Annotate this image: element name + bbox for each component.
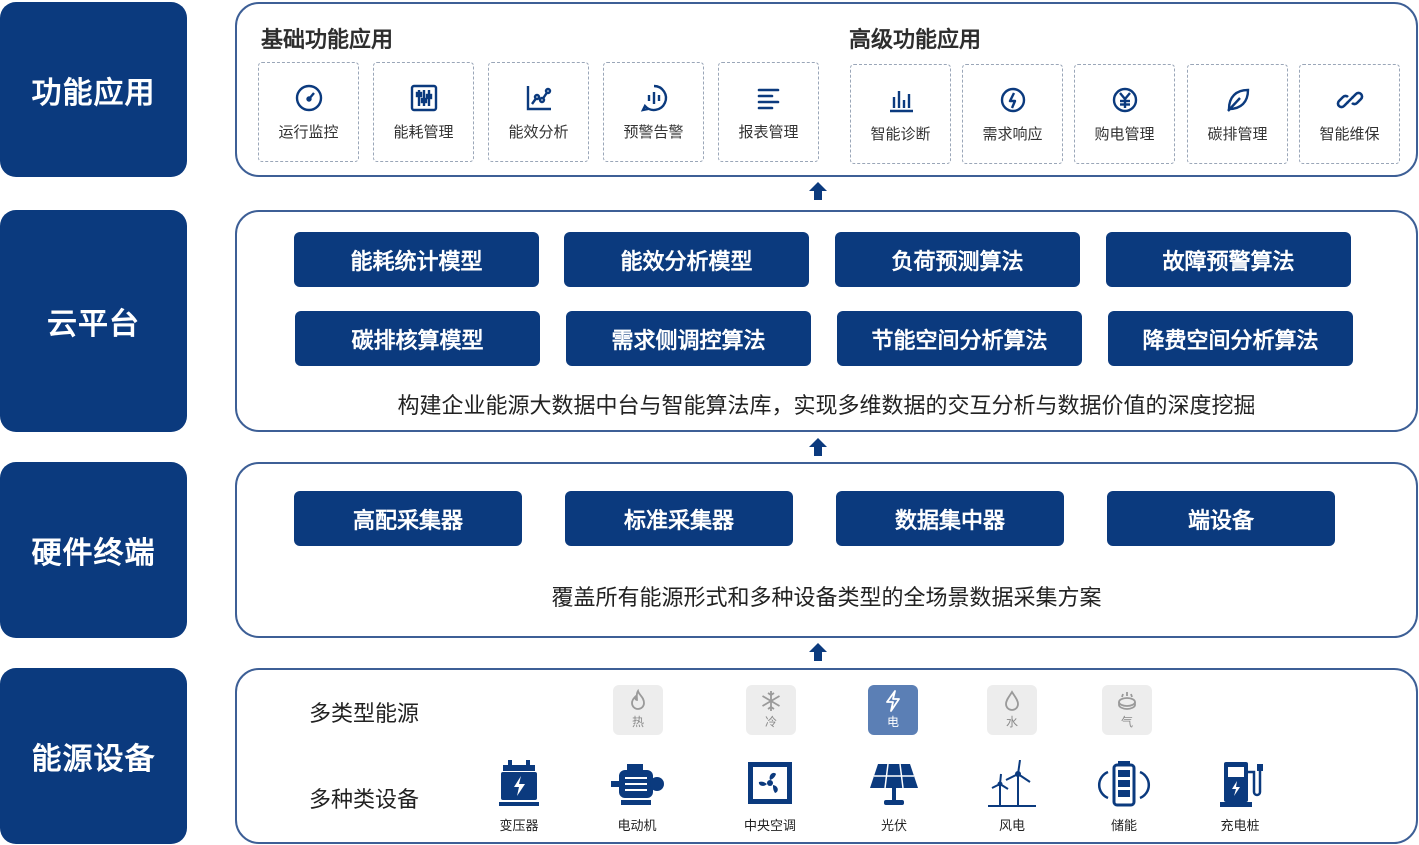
app-tile-label: 预警告警 xyxy=(623,123,684,141)
hardware-chip: 数据集中器 xyxy=(836,491,1064,546)
alert-wave-icon xyxy=(640,84,667,112)
air-conditioner-icon xyxy=(748,762,792,804)
applications-panel: 基础功能应用 高级功能应用 运行监控 能耗管理 能效分析 预警告警 报表管理 xyxy=(235,2,1418,177)
model-chip: 能耗统计模型 xyxy=(294,232,539,287)
device-motor: 电动机 xyxy=(592,760,682,834)
motor-icon xyxy=(611,764,664,805)
model-chip: 能效分析模型 xyxy=(564,232,809,287)
water-drop-icon xyxy=(1005,690,1019,711)
device-label: 充电桩 xyxy=(1220,819,1260,834)
app-tile-label: 碳排管理 xyxy=(1207,125,1268,143)
energy-types-title: 多类型能源 xyxy=(309,702,420,727)
app-tile-label: 能耗管理 xyxy=(393,123,454,141)
refresh-bolt-icon xyxy=(1000,87,1025,113)
model-chip: 负荷预测算法 xyxy=(835,232,1080,287)
sliders-icon xyxy=(410,84,437,112)
app-tile-label: 智能维保 xyxy=(1319,125,1380,143)
energy-type-electricity: 电 xyxy=(868,685,918,735)
basic-apps-title: 基础功能应用 xyxy=(261,28,394,53)
arrow-up-icon xyxy=(809,438,827,456)
app-tile-carbon-management[interactable]: 碳排管理 xyxy=(1187,64,1288,164)
leaf-icon xyxy=(1226,88,1249,112)
app-tile-run-monitor[interactable]: 运行监控 xyxy=(258,62,359,162)
bolt-icon xyxy=(886,690,900,712)
cloud-description: 构建企业能源大数据中台与智能算法库，实现多维数据的交互分析与数据价值的深度挖掘 xyxy=(397,394,1256,419)
cloud-platform-panel: 能耗统计模型 能效分析模型 负荷预测算法 故障预警算法 碳排核算模型 需求侧调控… xyxy=(235,210,1418,432)
model-chip: 故障预警算法 xyxy=(1106,232,1351,287)
device-label: 电动机 xyxy=(617,819,657,834)
arrow-up-icon xyxy=(809,643,827,661)
device-charging-pile: 充电桩 xyxy=(1195,760,1285,834)
app-tile-label: 报表管理 xyxy=(738,123,799,141)
model-chip: 降费空间分析算法 xyxy=(1108,311,1353,366)
energy-type-gas: 气 xyxy=(1102,685,1152,735)
yen-coin-icon xyxy=(1112,87,1137,113)
transformer-icon xyxy=(499,760,539,806)
gauge-icon xyxy=(295,84,322,112)
app-tile-label: 购电管理 xyxy=(1094,125,1155,143)
energy-type-label: 热 xyxy=(631,715,644,729)
line-chart-icon xyxy=(526,86,551,111)
bar-chart-icon xyxy=(889,91,913,113)
advanced-apps-title: 高级功能应用 xyxy=(849,28,982,53)
app-tile-label: 能效分析 xyxy=(508,123,569,141)
energy-panel: 多类型能源 多种类设备 热 冷 电 水 气 xyxy=(235,668,1418,844)
app-tile-early-warning[interactable]: 预警告警 xyxy=(603,62,704,162)
model-chip: 节能空间分析算法 xyxy=(837,311,1082,366)
energy-type-water: 水 xyxy=(987,685,1037,735)
hardware-chip: 高配采集器 xyxy=(294,491,522,546)
device-wind-power: 风电 xyxy=(967,760,1057,834)
model-chip: 需求侧调控算法 xyxy=(566,311,811,366)
layer-label-hardware: 硬件终端 xyxy=(0,462,187,638)
device-label: 储能 xyxy=(1110,819,1137,834)
energy-type-label: 电 xyxy=(886,715,899,729)
device-photovoltaic: 光伏 xyxy=(849,760,939,834)
device-label: 风电 xyxy=(998,819,1025,834)
app-tile-label: 需求响应 xyxy=(982,125,1043,143)
app-tile-efficiency-analysis[interactable]: 能效分析 xyxy=(488,62,589,162)
app-tile-energy-consumption[interactable]: 能耗管理 xyxy=(373,62,474,162)
hardware-chip: 标准采集器 xyxy=(565,491,793,546)
charging-pile-icon xyxy=(1220,762,1263,807)
model-chip: 碳排核算模型 xyxy=(295,311,540,366)
energy-type-label: 气 xyxy=(1120,715,1133,729)
device-central-ac: 中央空调 xyxy=(725,760,815,834)
device-label: 光伏 xyxy=(880,819,907,834)
hardware-panel: 高配采集器 标准采集器 数据集中器 端设备 覆盖所有能源形式和多种设备类型的全场… xyxy=(235,462,1418,638)
hardware-description: 覆盖所有能源形式和多种设备类型的全场景数据采集方案 xyxy=(551,586,1102,611)
layer-label-cloud: 云平台 xyxy=(0,210,187,432)
app-tile-power-purchase[interactable]: 购电管理 xyxy=(1074,64,1175,164)
device-transformer: 变压器 xyxy=(474,760,564,834)
app-tile-smart-diagnosis[interactable]: 智能诊断 xyxy=(850,64,951,164)
hardware-chip: 端设备 xyxy=(1107,491,1335,546)
snowflake-icon xyxy=(762,691,780,711)
battery-icon xyxy=(1098,761,1150,807)
energy-type-label: 水 xyxy=(1005,715,1018,729)
energy-type-heat: 热 xyxy=(613,685,663,735)
app-tile-label: 运行监控 xyxy=(278,123,339,141)
energy-type-cold: 冷 xyxy=(746,685,796,735)
wind-turbine-icon xyxy=(988,760,1036,807)
app-tile-smart-maintenance[interactable]: 智能维保 xyxy=(1299,64,1400,164)
layer-label-app: 功能应用 xyxy=(0,2,187,177)
layer-label-energy: 能源设备 xyxy=(0,668,187,844)
app-tile-label: 智能诊断 xyxy=(870,125,931,143)
flame-icon xyxy=(631,689,645,710)
device-label: 变压器 xyxy=(499,819,539,834)
app-tile-demand-response[interactable]: 需求响应 xyxy=(962,64,1063,164)
device-types-title: 多种类设备 xyxy=(309,788,420,813)
solar-panel-icon xyxy=(870,763,918,805)
report-list-icon xyxy=(757,88,779,110)
gas-burner-icon xyxy=(1118,692,1136,710)
app-tile-report-management[interactable]: 报表管理 xyxy=(718,62,819,162)
device-energy-storage: 储能 xyxy=(1079,760,1169,834)
link-icon xyxy=(1336,91,1363,109)
arrow-up-icon xyxy=(809,182,827,200)
energy-type-label: 冷 xyxy=(764,715,777,729)
device-label: 中央空调 xyxy=(743,819,796,834)
